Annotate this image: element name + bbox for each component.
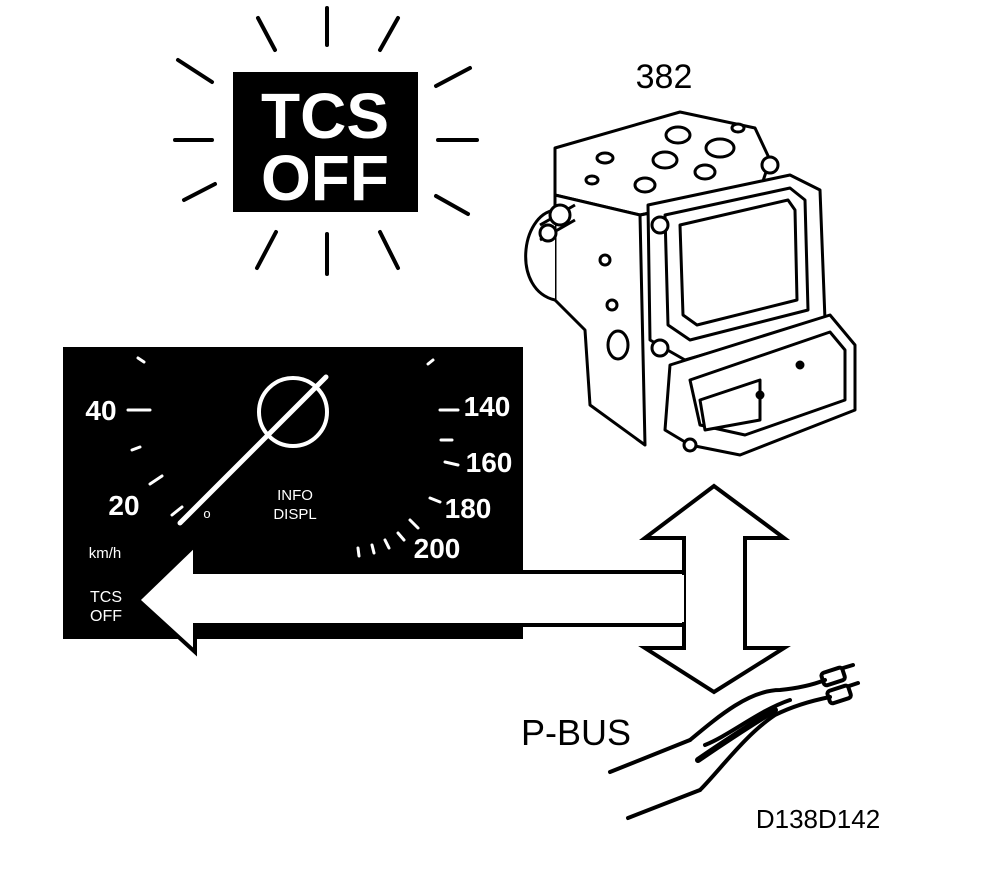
speedometer-ticks: [126, 356, 460, 558]
speed-zero-mark: o: [203, 506, 210, 521]
p-bus-cable: [608, 663, 860, 820]
speedometer-needle: [177, 374, 329, 526]
speed-label-180: 180: [445, 493, 492, 524]
info-display-label-line1: INFO: [277, 487, 313, 504]
component-number-label: 382: [636, 58, 693, 96]
tcs-off-warning-lamp: TCS OFF: [173, 6, 479, 276]
needle-hub: [257, 376, 329, 448]
control-module-illustration: [524, 110, 857, 457]
speed-label-20: 20: [108, 490, 139, 521]
arrow-to-cluster: [135, 540, 686, 657]
tcs-indicator-line1: TCS: [90, 589, 122, 606]
lamp-text-line2: OFF: [261, 142, 389, 214]
speed-label-40: 40: [85, 395, 116, 426]
p-bus-label: P-BUS: [521, 712, 631, 753]
speed-unit-label: km/h: [89, 545, 122, 562]
speed-label-200: 200: [414, 533, 461, 564]
signal-arrows: [135, 483, 791, 695]
arrow-bidirectional: [638, 483, 791, 695]
lamp-text-line1: TCS: [261, 80, 389, 152]
figure-code-label: D138D142: [756, 804, 880, 834]
speed-label-140: 140: [464, 391, 511, 422]
info-display-label-line2: DISPL: [273, 506, 316, 523]
speed-label-160: 160: [466, 447, 513, 478]
lamp-body: [233, 72, 418, 212]
arrow-junction: [678, 575, 684, 622]
tcs-indicator-line2: OFF: [90, 608, 122, 625]
lamp-rays: [173, 6, 479, 276]
